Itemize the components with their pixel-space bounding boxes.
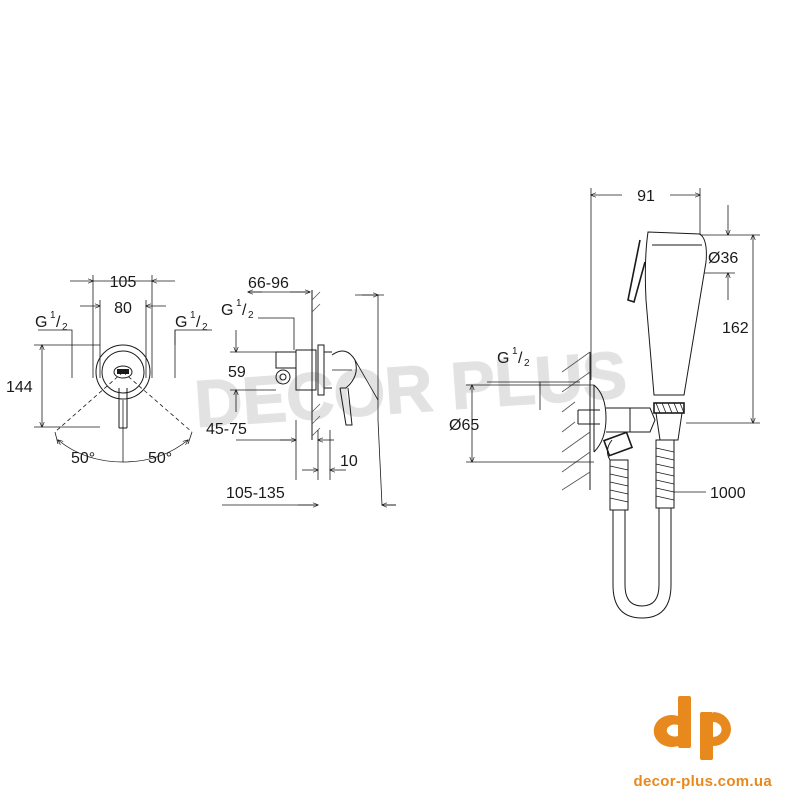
- front-thread-right-label: G 1 / 2: [175, 310, 208, 333]
- side-dim-105-135: 105-135: [226, 485, 285, 502]
- svg-text:2: 2: [202, 322, 208, 333]
- front-dim-80: 80: [114, 300, 132, 317]
- shower-dim-diameter-65: Ø65: [449, 417, 479, 434]
- svg-text:/: /: [196, 314, 201, 331]
- svg-text:/: /: [56, 314, 61, 331]
- svg-text:G: G: [35, 314, 47, 331]
- svg-text:G: G: [221, 302, 233, 319]
- svg-text:1: 1: [236, 298, 242, 309]
- decor-plus-watermark: DECOR PLUS: [191, 336, 629, 442]
- svg-text:G: G: [497, 350, 509, 367]
- front-view: [34, 275, 212, 463]
- svg-text:1: 1: [190, 310, 196, 321]
- side-dim-66-96: 66-96: [248, 275, 289, 292]
- svg-text:2: 2: [248, 310, 254, 321]
- front-angle-left: 50°: [71, 450, 95, 467]
- side-dim-10: 10: [340, 453, 358, 470]
- shower-dim-diameter-36: Ø36: [708, 250, 738, 267]
- brand-url[interactable]: decor-plus.com.ua: [633, 773, 772, 790]
- svg-text:DECOR PLUS: DECOR PLUS: [192, 337, 629, 441]
- side-dim-59: 59: [228, 364, 246, 381]
- front-dim-105: 105: [110, 274, 137, 291]
- svg-text:2: 2: [524, 358, 530, 369]
- svg-text:G: G: [175, 314, 187, 331]
- shower-dim-91: 91: [637, 188, 655, 205]
- svg-text:2: 2: [62, 322, 68, 333]
- svg-text:/: /: [242, 302, 247, 319]
- side-thread-label: G 1 / 2: [221, 298, 254, 321]
- side-dim-45-75: 45-75: [206, 421, 247, 438]
- front-dim-144: 144: [6, 379, 33, 396]
- svg-text:1: 1: [512, 346, 518, 357]
- shower-view: [466, 188, 760, 619]
- svg-text:/: /: [518, 350, 523, 367]
- decor-plus-logo: [653, 696, 731, 760]
- shower-dim-1000: 1000: [710, 485, 746, 502]
- shower-thread-label: G 1 / 2: [497, 346, 530, 369]
- front-angle-right: 50°: [148, 450, 172, 467]
- front-thread-left-label: G 1 / 2: [35, 310, 68, 333]
- side-view: [222, 290, 396, 505]
- svg-text:1: 1: [50, 310, 56, 321]
- shower-dim-162: 162: [722, 320, 749, 337]
